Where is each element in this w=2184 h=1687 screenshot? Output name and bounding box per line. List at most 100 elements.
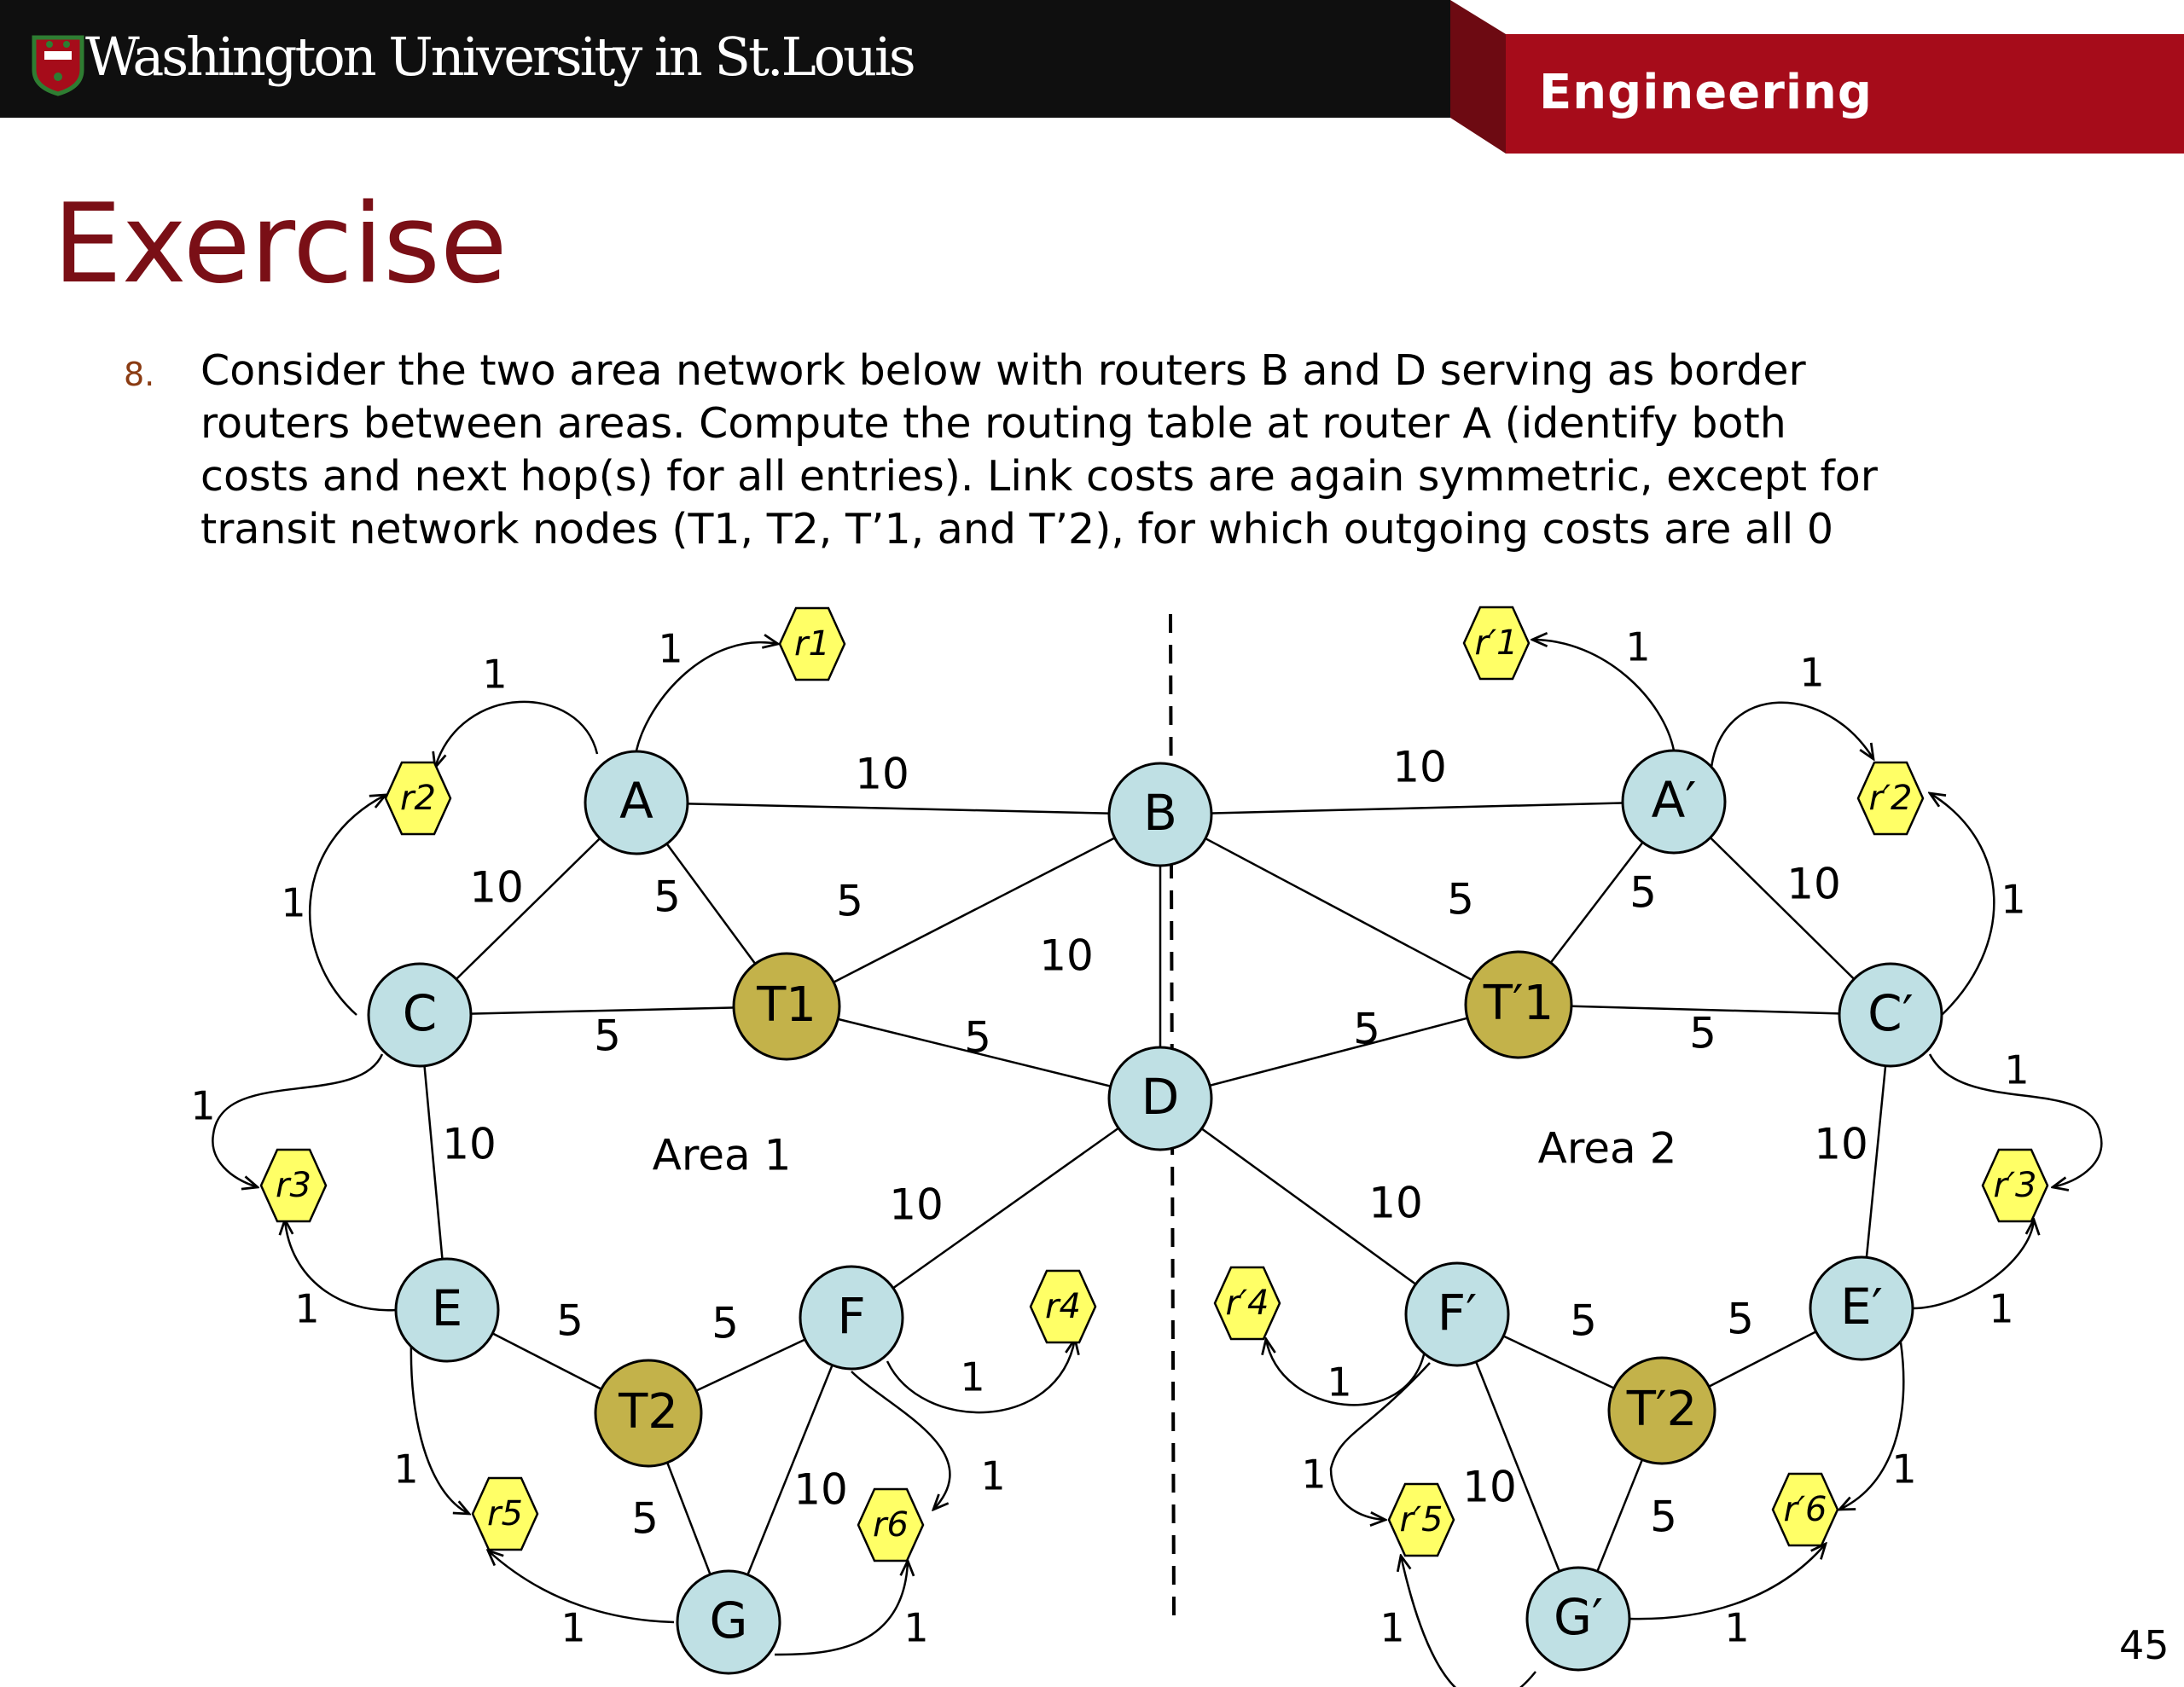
router-label: C′: [1867, 984, 1914, 1042]
network-r6: r6: [857, 1487, 925, 1562]
network-rp2: r′2: [1856, 761, 1925, 836]
link-fp-gp: [1455, 1313, 1580, 1620]
link-f-g: [727, 1317, 853, 1623]
network-label: r3: [276, 1166, 311, 1205]
attach-cost-label: 1: [960, 1354, 985, 1400]
header-bar: Washington University in St.Louis Engine…: [0, 0, 2184, 154]
attach-cost-label: 1: [2001, 877, 2025, 923]
network-r2: r2: [384, 761, 452, 836]
router-a: A: [584, 750, 689, 855]
network-label: r6: [873, 1505, 909, 1545]
link-cost-label: 5: [1650, 1493, 1677, 1542]
router-cp: C′: [1838, 962, 1943, 1068]
attach-cost-label: 1: [1891, 1446, 1916, 1493]
attach-ep-rp6: [1839, 1342, 1905, 1510]
link-cost-label: 10: [1462, 1463, 1517, 1512]
question-text: Consider the two area network below with…: [200, 346, 1878, 554]
network-label: r′6: [1784, 1490, 1827, 1529]
router-label: A: [619, 772, 653, 830]
attach-cost-label: 1: [294, 1286, 319, 1332]
router-label: F: [837, 1287, 865, 1345]
link-cost-label: 10: [889, 1180, 944, 1230]
attach-cost-label: 1: [561, 1605, 585, 1651]
attach-cost-label: 1: [1799, 650, 1824, 696]
link-cost-label: 10: [1392, 743, 1447, 792]
link-cost-label: 10: [793, 1465, 848, 1515]
header-background: [0, 0, 2184, 154]
attach-ap-rp2: [1710, 701, 1873, 768]
transit-label: T1: [756, 977, 816, 1033]
attach-e-r3: [285, 1220, 397, 1312]
attach-cost-label: 1: [393, 1446, 418, 1493]
link-cost-label: 5: [1570, 1296, 1597, 1346]
university-seal-icon: [32, 35, 84, 96]
attach-f-r4: [886, 1339, 1075, 1414]
router-label: A′: [1652, 771, 1697, 829]
attach-cost-label: 1: [1989, 1286, 2013, 1332]
link-cost-label: 10: [855, 750, 909, 799]
link-tp1-d: [1159, 1003, 1519, 1100]
attach-ap-rp1: [1532, 640, 1676, 751]
network-label: r′3: [1994, 1166, 2037, 1205]
attach-c-r2: [309, 795, 386, 1016]
network-label: r4: [1045, 1287, 1081, 1326]
network-label: r′4: [1226, 1284, 1269, 1323]
network-r4: r4: [1029, 1269, 1097, 1344]
transit-tp2: T′2: [1607, 1356, 1716, 1465]
network-rp1: r′1: [1462, 606, 1531, 681]
attach-c-r3: [212, 1053, 384, 1187]
attach-f-r6: [851, 1371, 951, 1510]
attach-cost-label: 1: [1327, 1359, 1351, 1406]
attach-cost-label: 1: [1625, 624, 1650, 670]
attach-cost-label: 1: [482, 652, 507, 698]
attach-cp-rp3: [1928, 1053, 2103, 1187]
attach-a-r2: [435, 700, 599, 768]
link-cost-label: 5: [1727, 1295, 1754, 1344]
slide-number: 45: [2119, 1622, 2169, 1668]
network-label: r′2: [1869, 779, 1913, 818]
link-a-b: [636, 801, 1161, 816]
question-number: 8.: [124, 356, 155, 393]
network-rp4: r′4: [1213, 1266, 1281, 1341]
attach-ep-rp3: [1912, 1220, 2034, 1310]
link-cost-label: 10: [469, 863, 524, 913]
link-cost-label: 5: [1447, 875, 1474, 925]
link-cost-label: 5: [556, 1296, 584, 1346]
university-name: Washington University in St.Louis: [85, 26, 916, 88]
link-cost-label: 5: [1353, 1005, 1380, 1054]
network-r3: r3: [259, 1148, 328, 1223]
transit-label: T′1: [1483, 976, 1554, 1031]
router-e: E: [394, 1257, 500, 1363]
page-title: Exercise: [53, 181, 508, 308]
network-label: r5: [487, 1494, 523, 1533]
attach-e-r5: [410, 1342, 469, 1514]
router-label: C: [403, 984, 438, 1042]
link-cost-label: 5: [712, 1299, 739, 1348]
router-label: F′: [1438, 1284, 1478, 1342]
network-rp6: r′6: [1771, 1472, 1839, 1547]
link-t1-d: [786, 1005, 1161, 1100]
router-label: G′: [1554, 1588, 1603, 1646]
router-b: B: [1107, 762, 1213, 867]
attach-cost-label: 1: [980, 1453, 1005, 1499]
attach-cost-label: 1: [1380, 1605, 1404, 1651]
link-cost-label: 5: [1689, 1009, 1716, 1058]
link-c-t1: [419, 1005, 787, 1017]
router-gp: G′: [1525, 1566, 1631, 1672]
attach-g-r6: [774, 1561, 908, 1656]
link-cost-label: 10: [442, 1120, 497, 1169]
attach-cp-rp2: [1930, 793, 1995, 1016]
link-cost-label: 10: [1368, 1179, 1423, 1228]
router-fp: F′: [1404, 1261, 1510, 1367]
transit-t2: T2: [594, 1359, 703, 1468]
transit-label: T′2: [1626, 1382, 1698, 1437]
link-d-fp: [1159, 1097, 1458, 1316]
router-f: F: [799, 1265, 904, 1371]
attach-cost-label: 1: [903, 1605, 928, 1651]
link-d-f: [851, 1097, 1161, 1319]
attach-g-r5: [488, 1551, 675, 1624]
network-label: r2: [400, 779, 436, 818]
link-cost-label: 5: [1629, 868, 1657, 918]
attach-a-r1: [635, 642, 778, 751]
router-label: E: [432, 1279, 463, 1337]
